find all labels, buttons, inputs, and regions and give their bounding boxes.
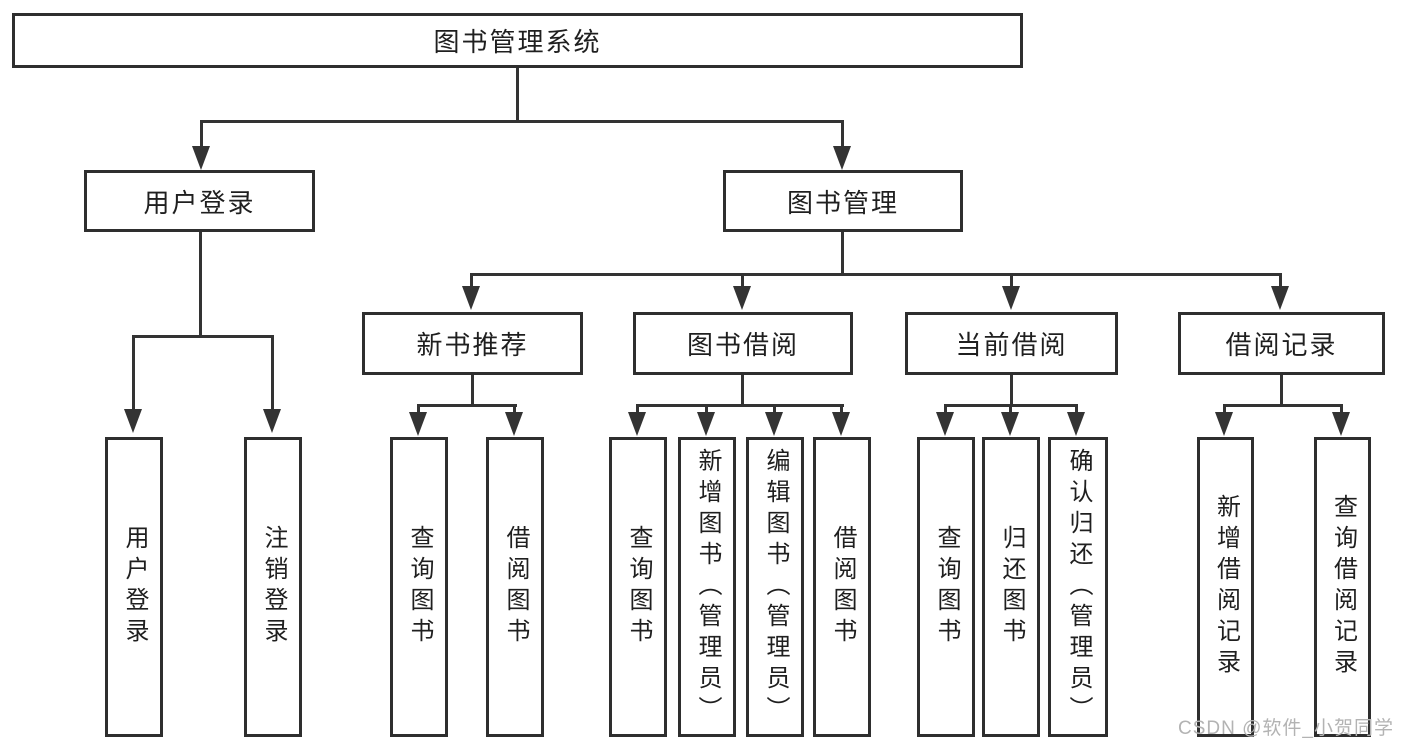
connector-leaf-stem — [1340, 404, 1343, 413]
node-current-borrow-label: 当前借阅 — [955, 330, 1068, 360]
connector-l3-stem — [1010, 273, 1013, 287]
leaf-edit-books-admin-label: 编辑图书（管理员） — [762, 447, 789, 727]
leaf-add-borrow-record-label: 新增借阅记录 — [1212, 494, 1240, 680]
leaf-add-borrow-record: 新增借阅记录 — [1197, 437, 1254, 737]
connector-leaf-stem — [513, 404, 516, 413]
connector-leaf-stem — [636, 404, 639, 413]
leaf-query-books-3: 查询图书 — [917, 437, 975, 737]
arrow-down-icon — [1002, 286, 1020, 310]
connector-leaf-stem — [705, 404, 708, 413]
leaf-borrow-books-2: 借阅图书 — [813, 437, 871, 737]
leaf-return-books: 归还图书 — [982, 437, 1040, 737]
leaf-add-books-admin: 新增图书（管理员） — [678, 437, 736, 737]
arrow-down-icon — [936, 412, 954, 436]
node-root-label: 图书管理系统 — [433, 27, 602, 57]
connector-group-down — [1280, 375, 1283, 406]
leaf-query-borrow-record: 查询借阅记录 — [1314, 437, 1371, 737]
leaf-add-books-admin-label: 新增图书（管理员） — [694, 447, 721, 727]
arrow-down-icon — [697, 412, 715, 436]
connector-leaf-stem — [1075, 404, 1078, 413]
arrow-down-icon — [505, 412, 523, 436]
connector-group-down — [471, 375, 474, 406]
node-current-borrow: 当前借阅 — [905, 312, 1118, 375]
leaf-confirm-return-admin: 确认归还（管理员） — [1048, 437, 1108, 737]
node-borrow-records: 借阅记录 — [1178, 312, 1385, 375]
leaf-confirm-return-admin-label: 确认归还（管理员） — [1065, 447, 1092, 727]
connector-group-bar — [1224, 404, 1343, 407]
connector-leaf-stem — [840, 404, 843, 413]
connector-leaf-stem — [1223, 404, 1226, 413]
connector-book-mgmt-down — [841, 232, 844, 273]
leaf-user-login-label: 用户登录 — [121, 525, 148, 649]
connector-leaf-stem — [132, 335, 135, 410]
connector-l3-stem — [1279, 273, 1282, 287]
leaf-query-borrow-record-label: 查询借阅记录 — [1329, 494, 1357, 680]
arrow-down-icon — [409, 412, 427, 436]
connector-l3-stem — [470, 273, 473, 287]
leaf-query-books-label: 查询图书 — [933, 525, 960, 649]
arrow-down-icon — [462, 286, 480, 310]
arrow-down-icon — [263, 409, 281, 433]
connector-leaf-stem — [271, 335, 274, 410]
connector-group-down — [741, 375, 744, 406]
leaf-borrow-books-label: 借阅图书 — [829, 525, 856, 649]
leaf-edit-books-admin: 编辑图书（管理员） — [746, 437, 804, 737]
connector-group-bar — [637, 404, 844, 407]
connector-root-bar — [200, 120, 844, 123]
connector-user-login-stem — [200, 120, 203, 148]
connector-group-bar — [418, 404, 517, 407]
node-book-management-label: 图书管理 — [786, 187, 899, 218]
csdn-watermark: CSDN @软件_小贺同学 — [1178, 718, 1394, 739]
connector-leaf-stem — [417, 404, 420, 413]
node-root: 图书管理系统 — [12, 13, 1023, 68]
node-new-book-recommend: 新书推荐 — [362, 312, 583, 375]
node-user-login-label: 用户登录 — [143, 187, 256, 218]
leaf-borrow-books-label: 借阅图书 — [502, 525, 529, 649]
arrow-down-icon — [1001, 412, 1019, 436]
connector-root-stem — [516, 68, 519, 122]
connector-book-mgmt-stem — [841, 120, 844, 148]
connector-leaf-stem — [773, 404, 776, 413]
arrow-down-icon — [833, 146, 851, 170]
leaf-user-login: 用户登录 — [105, 437, 163, 737]
arrow-down-icon — [1215, 412, 1233, 436]
arrow-down-icon — [1332, 412, 1350, 436]
arrow-down-icon — [124, 409, 142, 433]
arrow-down-icon — [1271, 286, 1289, 310]
arrow-down-icon — [832, 412, 850, 436]
node-book-borrow-label: 图书借阅 — [686, 330, 799, 360]
connector-group-down — [1010, 375, 1013, 406]
node-new-book-recommend-label: 新书推荐 — [416, 330, 529, 360]
connector-user-login-bar — [133, 335, 274, 338]
connector-leaf-stem — [1009, 404, 1012, 413]
arrow-down-icon — [765, 412, 783, 436]
leaf-query-books-label: 查询图书 — [625, 525, 652, 649]
arrow-down-icon — [733, 286, 751, 310]
connector-leaf-stem — [944, 404, 947, 413]
leaf-logout: 注销登录 — [244, 437, 302, 737]
connector-user-login-down — [199, 232, 202, 337]
node-book-management: 图书管理 — [723, 170, 963, 232]
leaf-query-books-2: 查询图书 — [609, 437, 667, 737]
arrow-down-icon — [192, 146, 210, 170]
arrow-down-icon — [1067, 412, 1085, 436]
leaf-logout-label: 注销登录 — [260, 525, 287, 649]
leaf-query-books-1: 查询图书 — [390, 437, 448, 737]
leaf-query-books-label: 查询图书 — [406, 525, 433, 649]
node-book-borrow: 图书借阅 — [633, 312, 853, 375]
connector-book-mgmt-bar — [470, 273, 1282, 276]
leaf-borrow-books-1: 借阅图书 — [486, 437, 544, 737]
leaf-return-books-label: 归还图书 — [998, 525, 1025, 649]
node-user-login: 用户登录 — [84, 170, 315, 232]
arrow-down-icon — [628, 412, 646, 436]
node-borrow-records-label: 借阅记录 — [1225, 330, 1338, 360]
connector-l3-stem — [741, 273, 744, 287]
